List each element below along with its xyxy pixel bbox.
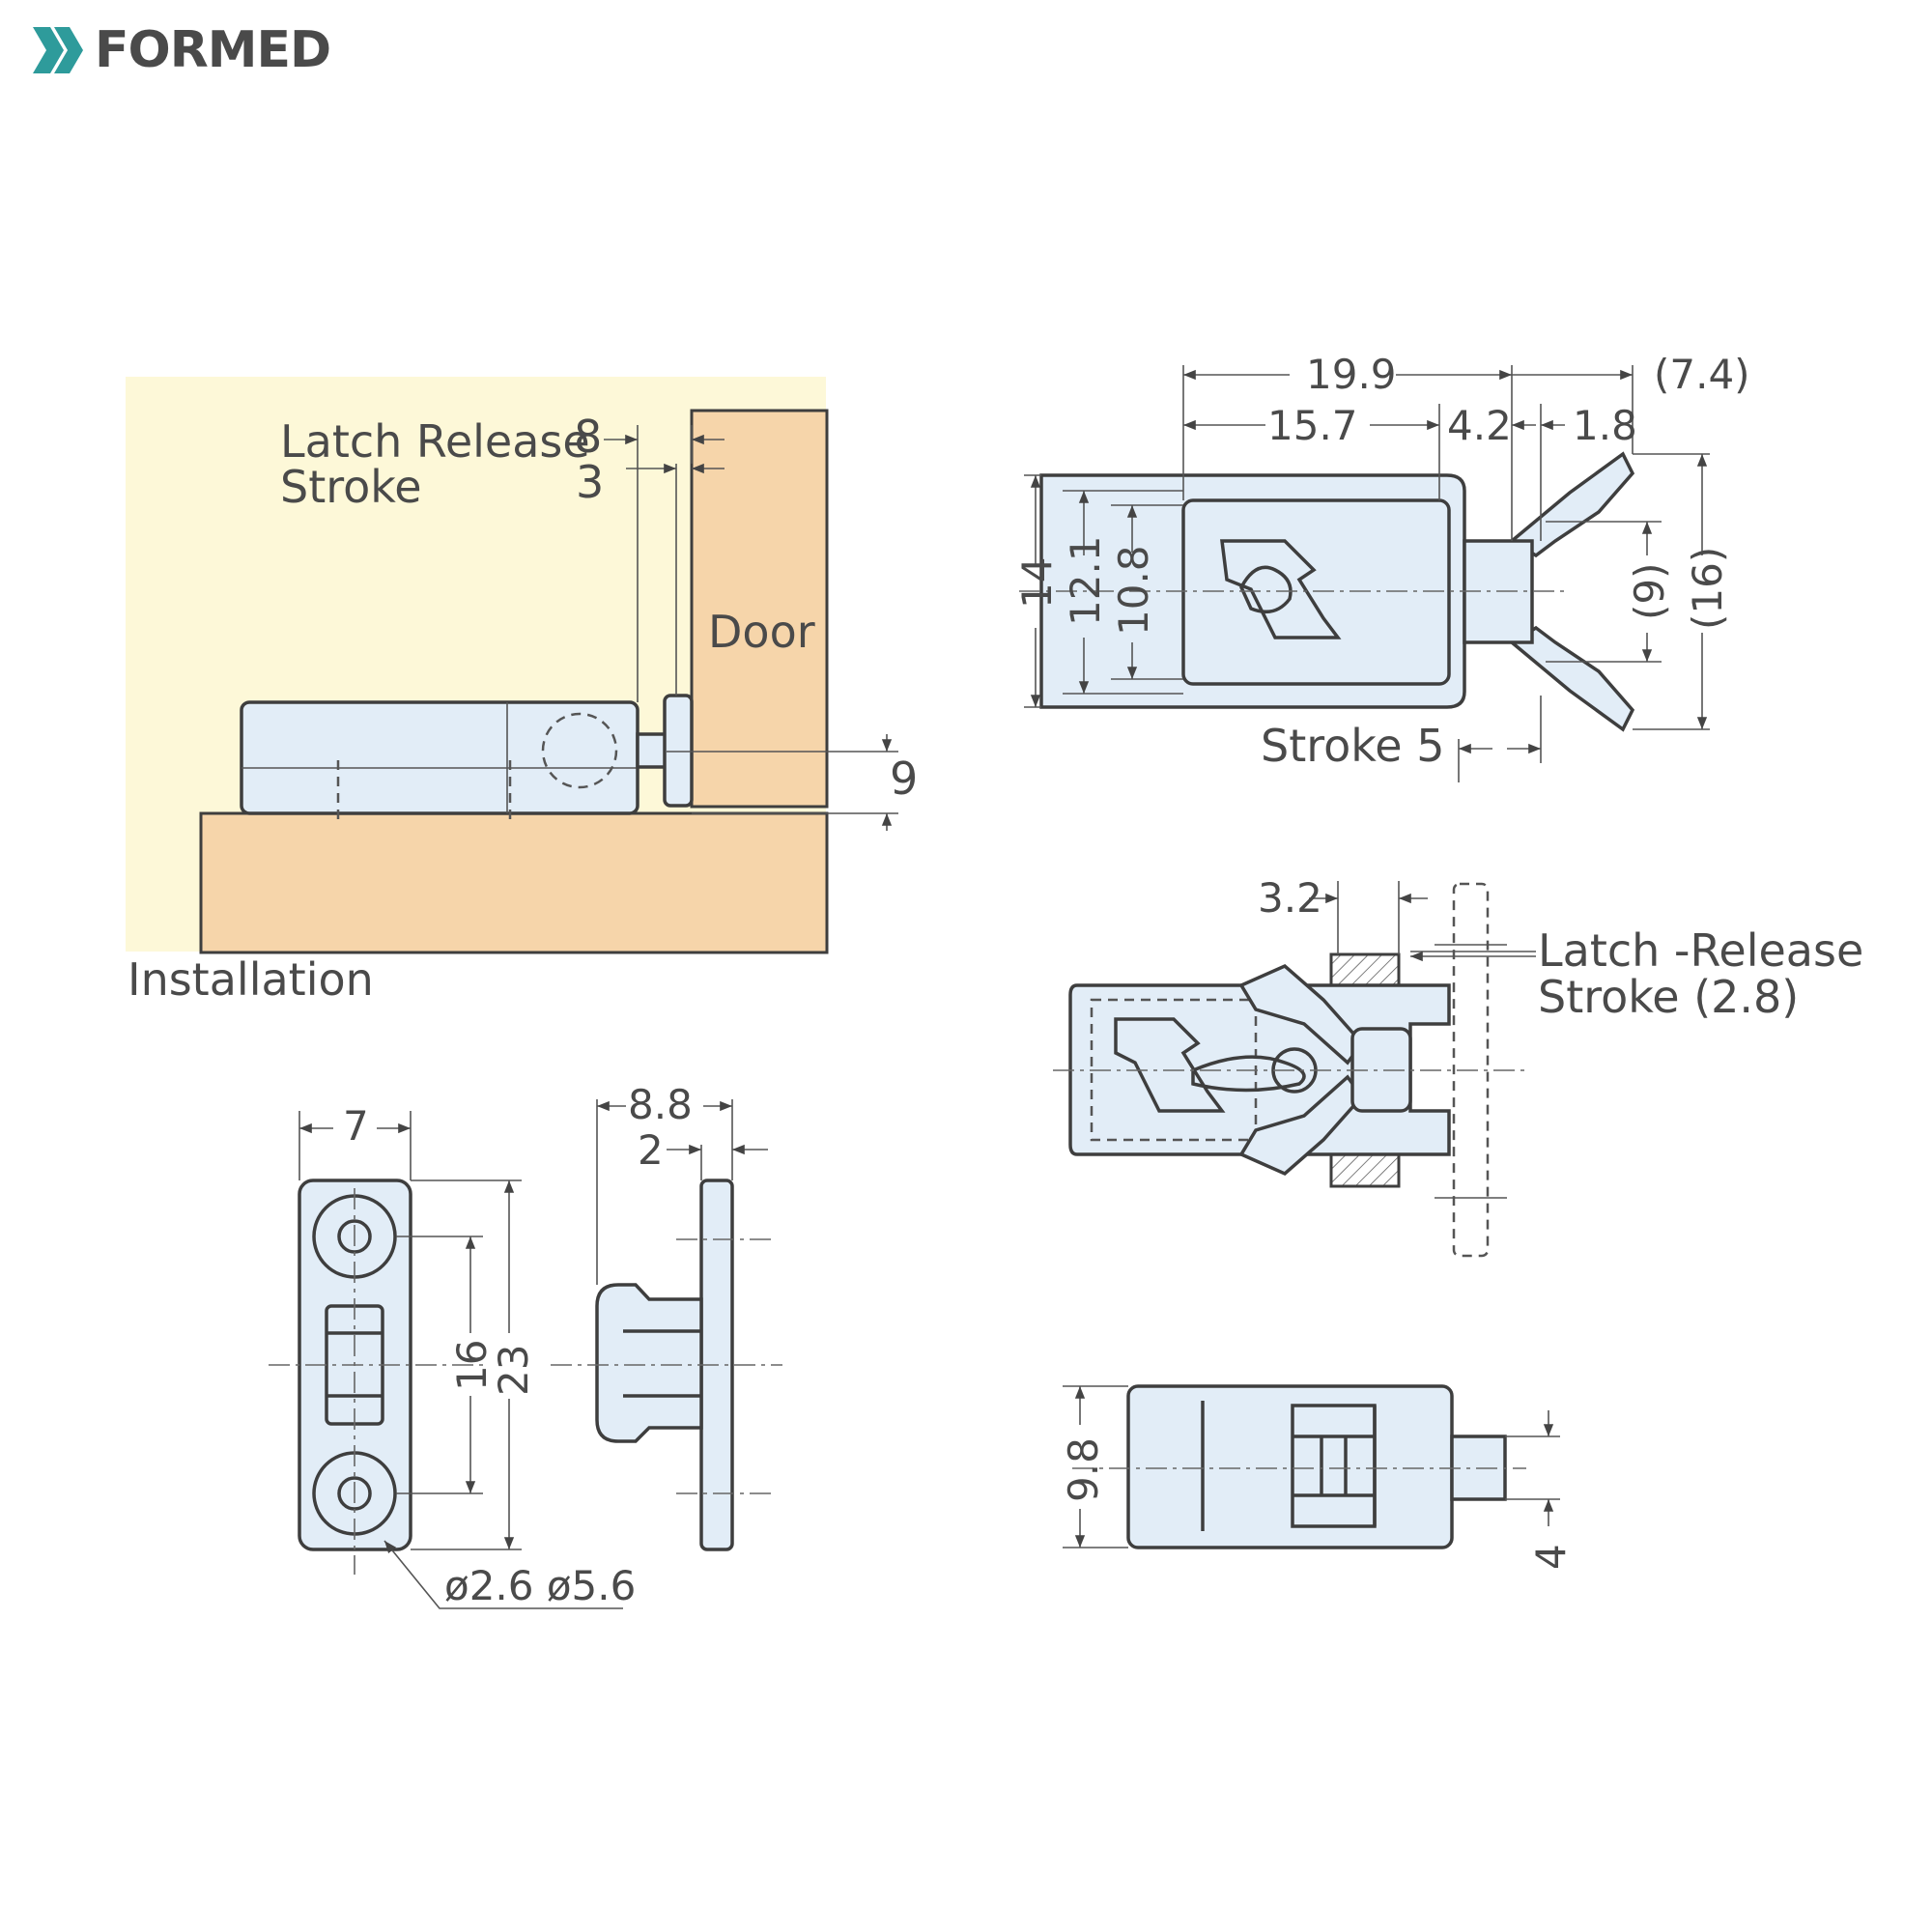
dim-7-4: (7.4): [1654, 351, 1750, 398]
dim-8-8: 8.8: [628, 1081, 693, 1128]
strike-plate: [663, 694, 694, 808]
latch-top-view: 19.9 (7.4) 15.7 4.2 1.8 14 12.1 10.8 (9)…: [1013, 351, 1750, 782]
latch-body: [240, 700, 639, 815]
installation-view: Latch Release Stroke 8 3 Door 9 Installa…: [126, 377, 918, 1006]
latch-main-body: [1181, 498, 1451, 686]
dim-3: 3: [576, 456, 604, 508]
strike-plate-front-view: 7 16 23 ø2.6 ø5.6: [269, 1102, 636, 1609]
dim-14: 14: [1013, 557, 1061, 609]
dim-8: 8: [574, 411, 602, 463]
dim-15-7: 15.7: [1267, 402, 1358, 449]
side-latch-body: [1126, 1384, 1454, 1549]
dim-12-1: 12.1: [1062, 535, 1109, 626]
release-stroke-label-line1: Latch -Release: [1538, 924, 1863, 977]
door-label: Door: [708, 606, 815, 658]
stroke-5-label: Stroke 5: [1261, 720, 1444, 772]
latch-jaw-top: [1508, 451, 1635, 558]
dim-19-9: 19.9: [1306, 351, 1397, 398]
dim-3-2: 3.2: [1258, 874, 1322, 922]
dim-4: 4: [1527, 1544, 1575, 1570]
strike-plate-side-view: 8.8 2: [551, 1081, 782, 1551]
cabinet-shelf: [199, 811, 829, 954]
latch-plunger: [636, 732, 668, 769]
dim-16-paren: (16): [1684, 547, 1731, 630]
dim-10-8: 10.8: [1110, 545, 1157, 636]
latch-section-view: 3.2 Latch -Release Stroke (2.8): [1053, 874, 1863, 1258]
section-spring-detail: [1114, 1017, 1226, 1113]
strike-plate-side-pin: [595, 1283, 703, 1443]
dim-9-paren: (9): [1626, 563, 1673, 621]
latch-release-label-line2: Stroke: [280, 461, 422, 513]
latch-side-view: 9.8 4: [1060, 1384, 1575, 1570]
dim-7: 7: [343, 1102, 369, 1150]
dim-9: 9: [890, 753, 918, 805]
brand-logo-icon: [33, 27, 83, 73]
release-stroke-label-line2: Stroke (2.8): [1538, 971, 1799, 1023]
dim-16: 16: [448, 1340, 496, 1391]
latch-spring-detail: [1220, 539, 1342, 639]
dim-9-8: 9.8: [1060, 1437, 1107, 1502]
brand-name: FORMED: [95, 21, 331, 79]
section-strike-plate: [1452, 882, 1490, 1258]
dim-1-8: 1.8: [1573, 402, 1637, 449]
dim-2: 2: [638, 1126, 664, 1174]
dim-23: 23: [490, 1345, 537, 1396]
brand-logo: FORMED: [29, 21, 331, 79]
latch-jaw-bottom: [1508, 625, 1635, 732]
latch-release-label-line1: Latch Release: [280, 415, 590, 468]
dim-4-2: 4.2: [1447, 402, 1512, 449]
door-panel: [690, 409, 829, 809]
hole-diameter-label: ø2.6 ø5.6: [444, 1562, 636, 1609]
installation-caption: Installation: [128, 953, 374, 1006]
